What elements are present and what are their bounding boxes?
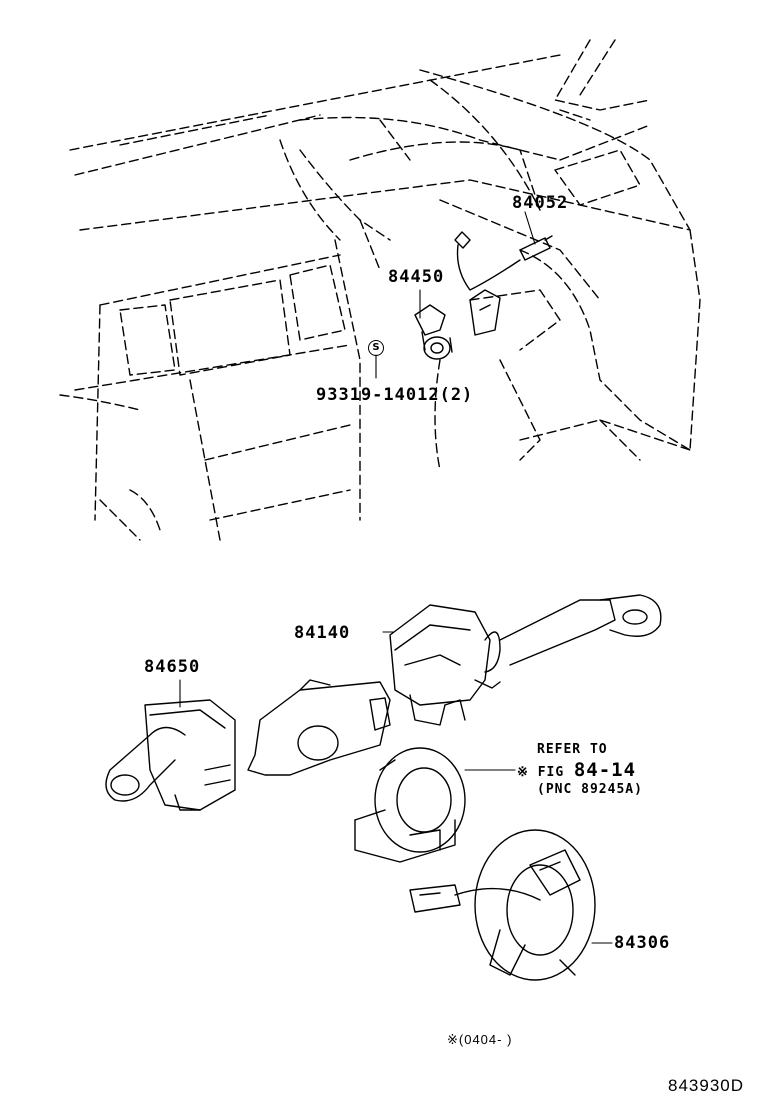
s-mark: S bbox=[368, 340, 384, 356]
part-label-84650: 84650 bbox=[144, 657, 201, 677]
part-84450-sensor bbox=[414, 304, 453, 360]
part-84052-harness bbox=[454, 231, 553, 291]
date-footnote: ※(0404- ) bbox=[447, 1032, 513, 1047]
refer-to-text: REFER TO bbox=[537, 742, 608, 757]
part-label-84052: 84052 bbox=[512, 193, 569, 213]
refer-pnc: (PNC 89245A) bbox=[537, 782, 643, 797]
part-label-93319: 93319-14012(2) bbox=[316, 385, 474, 405]
switch-bracket bbox=[247, 679, 391, 776]
refer-fig-number: 84-14 bbox=[573, 759, 637, 781]
leader-lines bbox=[179, 211, 613, 944]
spiral-cable-ref bbox=[354, 747, 466, 863]
refer-fig-line: ※ FIG 84-14 bbox=[517, 759, 636, 781]
drawing-id: 843930D bbox=[668, 1076, 745, 1095]
part-84140-switch bbox=[389, 594, 662, 726]
part-label-84450: 84450 bbox=[388, 267, 445, 287]
part-label-84306: 84306 bbox=[614, 933, 671, 953]
dashboard-outline bbox=[59, 39, 701, 541]
part-84650-switch bbox=[105, 699, 236, 811]
refer-fig-prefix: ※ FIG bbox=[517, 765, 565, 780]
part-label-84140: 84140 bbox=[294, 623, 351, 643]
part-84306-cable bbox=[409, 829, 596, 981]
column-bracket bbox=[469, 289, 501, 336]
